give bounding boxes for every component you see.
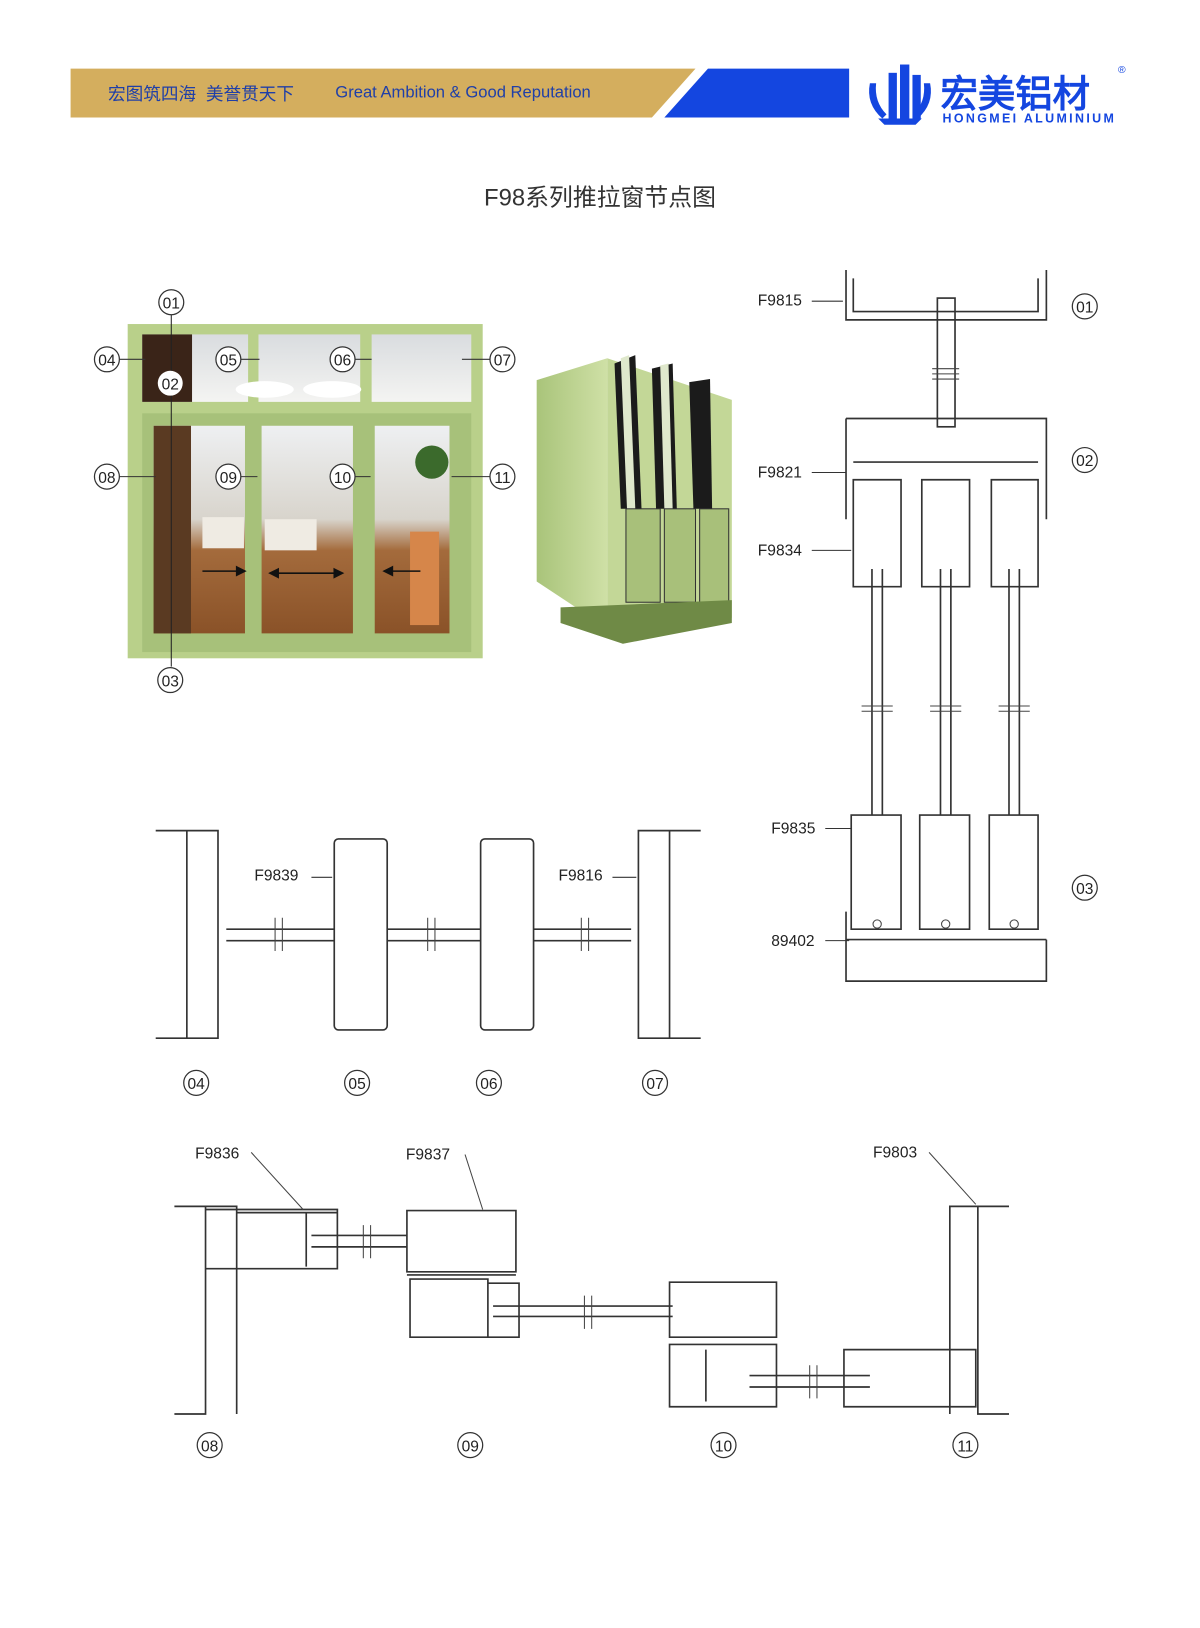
- label-f9834: F9834: [758, 543, 802, 560]
- callout-11-section: 11: [952, 1432, 979, 1459]
- callout-08: 08: [93, 463, 120, 490]
- label-f9837: F9837: [406, 1147, 450, 1164]
- label-89402: 89402: [771, 933, 814, 950]
- callout-04-section: 04: [183, 1069, 210, 1096]
- svg-text:02: 02: [1076, 453, 1093, 470]
- svg-text:11: 11: [957, 1438, 973, 1455]
- svg-text:09: 09: [220, 470, 237, 487]
- callout-01-section: 01: [1071, 293, 1098, 320]
- svg-text:08: 08: [201, 1438, 218, 1455]
- registered-mark: ®: [1118, 65, 1126, 76]
- brand-cn: 宏美铝材: [940, 73, 1089, 115]
- callout-07-section: 07: [641, 1069, 669, 1096]
- callout-10: 10: [329, 463, 356, 490]
- svg-text:11: 11: [494, 470, 510, 487]
- svg-text:05: 05: [348, 1076, 365, 1093]
- transom-section-drawing: [155, 829, 701, 1040]
- svg-text:03: 03: [162, 673, 179, 690]
- label-f9835: F9835: [771, 821, 815, 838]
- svg-text:01: 01: [1076, 300, 1093, 317]
- callout-05-section: 05: [344, 1069, 371, 1096]
- callout-06-section: 06: [475, 1069, 503, 1096]
- label-f9815: F9815: [758, 292, 802, 309]
- building-logo-icon: [869, 64, 931, 125]
- slogan-en: Great Ambition & Good Reputation: [335, 83, 591, 102]
- callout-03: 03: [157, 667, 184, 694]
- callout-01: 01: [158, 289, 185, 316]
- svg-text:05: 05: [220, 353, 237, 370]
- callout-04: 04: [93, 346, 120, 373]
- slogan-bar: [70, 68, 696, 118]
- vertical-section-labels: [811, 300, 852, 942]
- callout-10-section: 10: [710, 1432, 737, 1459]
- callout-09: 09: [215, 463, 242, 490]
- callout-11: 11: [489, 463, 516, 490]
- svg-text:03: 03: [1076, 881, 1093, 898]
- label-f9816: F9816: [558, 867, 602, 884]
- label-f9836: F9836: [195, 1146, 239, 1163]
- sash-section-drawing: [174, 1152, 1009, 1415]
- callout-07: 07: [489, 346, 516, 373]
- header-banner: 宏图筑四海 美誉贯天下 Great Ambition & Good Reputa…: [70, 68, 850, 118]
- callout-06: 06: [329, 346, 356, 373]
- photo-callouts: [119, 358, 490, 478]
- callout-09-section: 09: [457, 1432, 484, 1459]
- callout-08-section: 08: [196, 1432, 223, 1459]
- svg-text:08: 08: [98, 470, 115, 487]
- label-f9839: F9839: [254, 867, 298, 884]
- svg-text:06: 06: [480, 1076, 497, 1093]
- callout-05: 05: [215, 346, 242, 373]
- svg-text:04: 04: [188, 1076, 206, 1093]
- callout-03-section: 03: [1071, 874, 1098, 901]
- callout-02: 02: [157, 370, 183, 396]
- page-title: F98系列推拉窗节点图: [484, 185, 716, 212]
- label-f9803: F9803: [873, 1145, 917, 1162]
- label-f9821: F9821: [758, 465, 802, 482]
- svg-text:01: 01: [163, 295, 180, 312]
- svg-text:02: 02: [162, 376, 179, 393]
- svg-text:09: 09: [462, 1438, 479, 1455]
- svg-text:06: 06: [334, 353, 351, 370]
- svg-text:07: 07: [646, 1076, 663, 1093]
- window-photo: [127, 313, 483, 667]
- callout-02-section: 02: [1071, 446, 1098, 474]
- slogan-cn: 宏图筑四海 美誉贯天下: [108, 84, 294, 104]
- blue-accent-bar: [664, 68, 850, 118]
- sliding-arrows: [202, 565, 421, 579]
- brand-en: HONGMEI ALUMINIUM: [943, 112, 1114, 126]
- brand-logo: 宏美铝材 ® HONGMEI ALUMINIUM: [869, 64, 1126, 126]
- vertical-section-drawing: [845, 270, 1048, 982]
- svg-text:10: 10: [715, 1438, 733, 1455]
- svg-text:04: 04: [98, 353, 116, 370]
- svg-text:07: 07: [494, 353, 511, 370]
- profile-3d-render: [536, 355, 732, 644]
- svg-text:10: 10: [334, 470, 352, 487]
